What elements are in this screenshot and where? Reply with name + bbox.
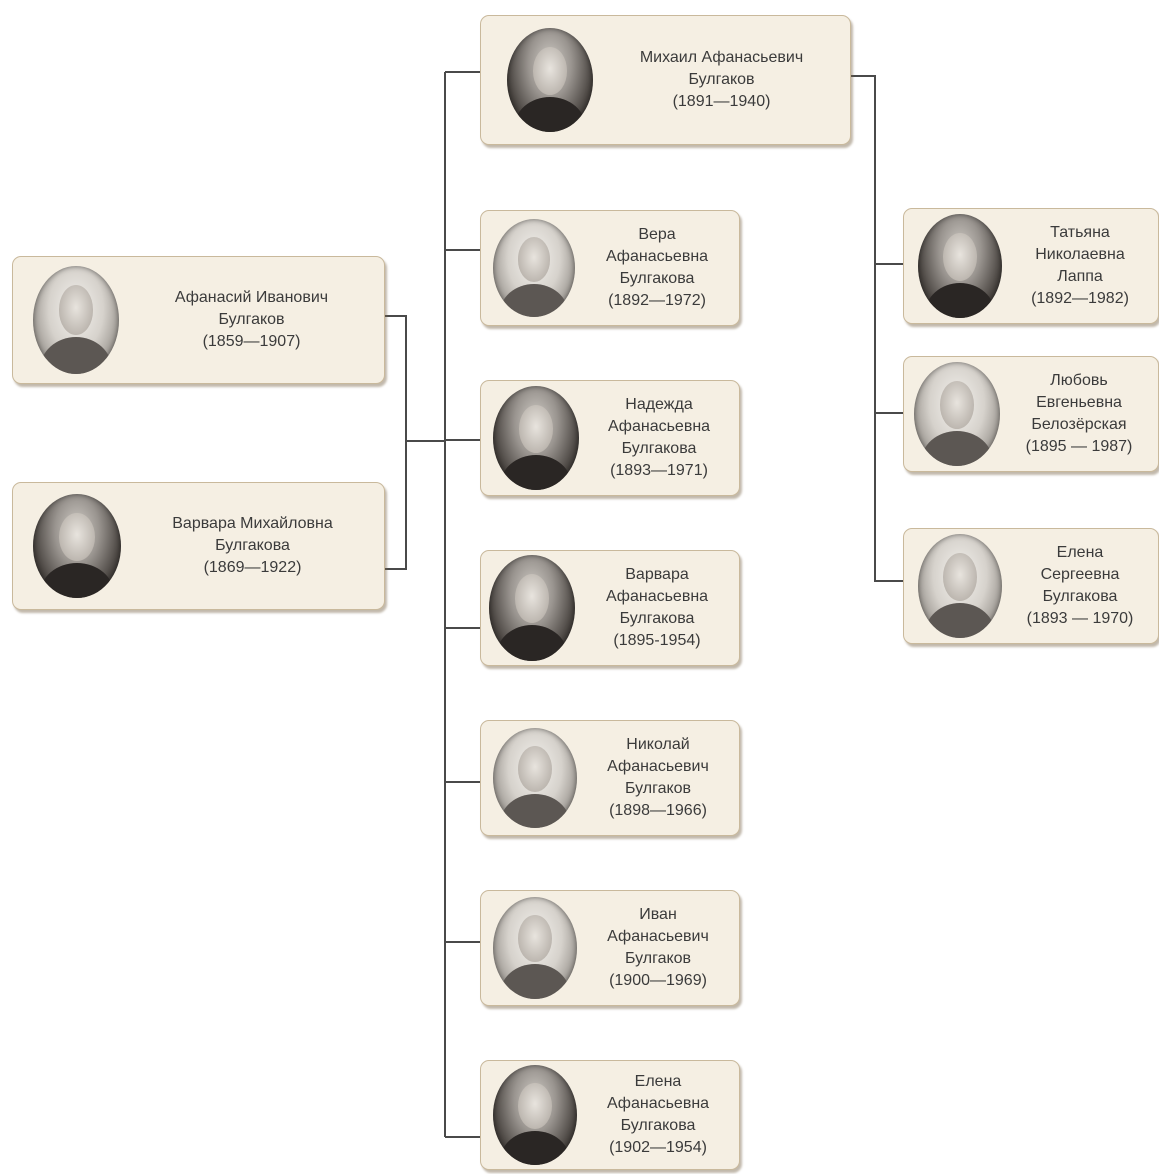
person-card-ivan: Иван Афанасьевич Булгаков (1900—1969) <box>480 890 740 1006</box>
portrait-photo <box>493 897 577 999</box>
person-card-tatiana: Татьяна Николаевна Лаппа (1892—1982) <box>903 208 1159 324</box>
portrait-photo <box>507 28 593 132</box>
person-card-nadezhda: Надежда Афанасьевна Булгакова (1893—1971… <box>480 380 740 496</box>
person-label: Николай Афанасьевич Булгаков (1898—1966) <box>577 734 739 822</box>
portrait-photo <box>489 555 575 661</box>
person-years: (1869—1922) <box>203 559 302 576</box>
person-years: (1891—1940) <box>672 93 771 110</box>
portrait-photo <box>918 534 1002 638</box>
person-years: (1902—1954) <box>609 1139 707 1156</box>
person-name-line: Елена <box>634 1073 682 1090</box>
person-name-line: Булгакова <box>215 537 290 554</box>
person-label: Татьяна Николаевна Лаппа (1892—1982) <box>1002 222 1158 310</box>
person-name-line: Надежда <box>625 396 693 413</box>
person-name-line: Татьяна <box>1050 224 1110 241</box>
portrait-photo <box>33 266 119 374</box>
person-name-line: Афанасьевна <box>605 588 709 605</box>
person-years: (1893—1971) <box>610 462 708 479</box>
person-name-line: Булгаков <box>624 780 692 797</box>
person-name-line: Булгакова <box>619 270 695 287</box>
person-label: Любовь Евгеньевна Белозёрская (1895 — 19… <box>1000 370 1158 458</box>
person-label: Варвара Афанасьевна Булгакова (1895-1954… <box>575 564 739 652</box>
portrait-photo <box>914 362 1000 466</box>
person-years: (1893 — 1970) <box>1026 610 1134 627</box>
person-name-line: Афанасий Иванович <box>174 289 329 306</box>
person-card-varvara-mikhailovna: Варвара Михайловна Булгакова (1869—1922) <box>12 482 385 610</box>
portrait-photo <box>33 494 121 598</box>
person-name-line: Лаппа <box>1057 268 1103 285</box>
person-label: Афанасий Иванович Булгаков (1859—1907) <box>119 287 384 353</box>
person-card-elena-afanasyevna: Елена Афанасьевна Булгакова (1902—1954) <box>480 1060 740 1170</box>
person-name-line: Булгаков <box>218 311 285 328</box>
person-name-line: Евгеньевна <box>1036 394 1122 411</box>
person-name-line: Булгаков <box>688 71 755 88</box>
person-name-line: Афанасьевна <box>606 1095 710 1112</box>
person-name-line: Афанасьевна <box>605 248 709 265</box>
person-card-lyubov: Любовь Евгеньевна Белозёрская (1895 — 19… <box>903 356 1159 472</box>
person-name-line: Белозёрская <box>1031 416 1127 433</box>
person-card-afanasy: Афанасий Иванович Булгаков (1859—1907) <box>12 256 385 384</box>
connector-father <box>385 315 407 570</box>
person-name-line: Варвара Михайловна <box>172 515 333 532</box>
person-card-vera: Вера Афанасьевна Булгакова (1892—1972) <box>480 210 740 326</box>
portrait-photo <box>493 386 579 490</box>
person-name-line: Николай <box>626 736 690 753</box>
portrait-photo <box>493 1065 577 1165</box>
person-name-line: Булгаков <box>624 950 692 967</box>
person-label: Елена Сергеевна Булгакова (1893 — 1970) <box>1002 542 1158 630</box>
person-name-line: Афанасьевич <box>607 928 709 945</box>
person-card-nikolai: Николай Афанасьевич Булгаков (1898—1966) <box>480 720 740 836</box>
portrait-photo <box>493 219 575 317</box>
person-name-line: Николаевна <box>1035 246 1125 263</box>
person-name-line: Афанасьевна <box>607 418 711 435</box>
person-years: (1895 — 1987) <box>1025 438 1133 455</box>
portrait-photo <box>918 214 1002 318</box>
person-label: Иван Афанасьевич Булгаков (1900—1969) <box>577 904 739 992</box>
person-card-mikhail: Михаил Афанасьевич Булгаков (1891—1940) <box>480 15 851 145</box>
person-name-line: Сергеевна <box>1040 566 1120 583</box>
person-label: Елена Афанасьевна Булгакова (1902—1954) <box>577 1071 739 1159</box>
person-name-line: Афанасьевич <box>607 758 709 775</box>
person-name-line: Булгакова <box>621 440 697 457</box>
portrait-photo <box>493 728 577 828</box>
person-years: (1859—1907) <box>202 333 301 350</box>
person-label: Вера Афанасьевна Булгакова (1892—1972) <box>575 224 739 312</box>
person-name-line: Булгакова <box>620 1117 696 1134</box>
person-name-line: Михаил Афанасьевич <box>639 49 804 66</box>
person-name-line: Иван <box>639 906 677 923</box>
person-label: Михаил Афанасьевич Булгаков (1891—1940) <box>593 47 850 113</box>
person-label: Варвара Михайловна Булгакова (1869—1922) <box>121 513 384 579</box>
person-years: (1900—1969) <box>609 972 707 989</box>
person-label: Надежда Афанасьевна Булгакова (1893—1971… <box>579 394 739 482</box>
person-years: (1898—1966) <box>609 802 707 819</box>
person-name-line: Булгакова <box>1042 588 1118 605</box>
person-years: (1892—1982) <box>1031 290 1129 307</box>
person-years: (1895-1954) <box>613 632 701 649</box>
person-card-varvara-afanasyevna: Варвара Афанасьевна Булгакова (1895-1954… <box>480 550 740 666</box>
person-name-line: Любовь <box>1050 372 1108 389</box>
person-name-line: Елена <box>1056 544 1104 561</box>
person-name-line: Варвара <box>625 566 689 583</box>
person-name-line: Булгакова <box>619 610 695 627</box>
person-name-line: Вера <box>638 226 676 243</box>
person-card-elena-sergeevna: Елена Сергеевна Булгакова (1893 — 1970) <box>903 528 1159 644</box>
connector-mikhail-spouses <box>851 75 905 582</box>
person-years: (1892—1972) <box>608 292 706 309</box>
